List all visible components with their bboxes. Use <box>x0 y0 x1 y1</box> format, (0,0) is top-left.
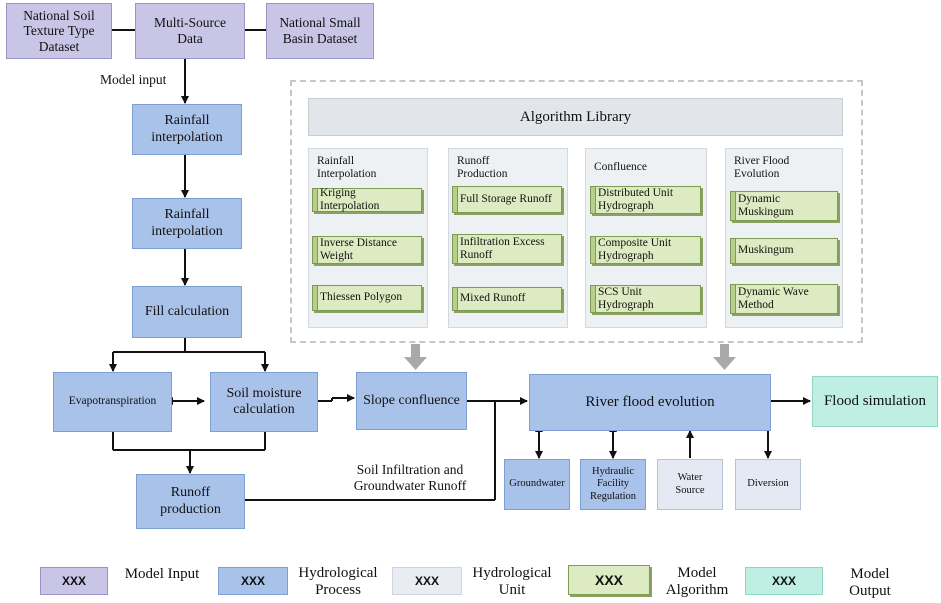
algo-kriging-label: Kriging Interpolation <box>320 186 380 212</box>
process-soil-moisture-label: Soil moisture calculation <box>226 385 302 417</box>
legend-swatch-algorithm: XXX <box>568 565 650 595</box>
infiltration-label: Soil Infiltration and Groundwater Runoff <box>353 462 467 494</box>
algo-dynamic-wave: Dynamic Wave Method <box>730 284 838 314</box>
input-multi-source: Multi-Source Data <box>135 3 245 59</box>
process-evapotranspiration-label: Evapotranspiration <box>68 395 157 408</box>
legend-swatch-input: XXX <box>40 567 108 595</box>
process-slope-confluence: Slope confluence <box>356 372 467 430</box>
legend-label-output: Model Output <box>849 566 891 599</box>
unit-groundwater: Groundwater <box>504 459 570 510</box>
library-arrow-right-shaft <box>720 344 729 358</box>
input-soil-dataset: National Soil Texture Type Dataset <box>6 3 112 59</box>
library-arrow-right-head <box>713 357 736 370</box>
output-flood-simulation-label: Flood simulation <box>823 392 927 409</box>
input-basin-dataset: National Small Basin Dataset <box>266 3 374 59</box>
process-soil-moisture: Soil moisture calculation <box>210 372 318 432</box>
algo-idw: Inverse Distance Weight <box>312 236 422 264</box>
legend-swatch-unit: XXX <box>392 567 462 595</box>
unit-hydraulic-facility-label: Hydraulic Facility Regulation <box>589 466 637 502</box>
process-rainfall-interpolation-2: Rainfall interpolation <box>132 198 242 249</box>
process-runoff-production-label: Runoff production <box>160 485 221 517</box>
process-rainfall-interpolation-2-label: Rainfall interpolation <box>151 207 223 239</box>
legend-label-process: Hydrological Process <box>298 565 378 598</box>
model-input-label: Model input <box>100 72 167 87</box>
algo-dynamic-muskingum: Dynamic Muskingum <box>730 191 838 221</box>
algo-distributed-uh: Distributed Unit Hydrograph <box>590 186 701 214</box>
algorithm-library-frame <box>290 80 863 343</box>
algo-group-river-title: River Flood Evolution <box>734 155 790 180</box>
algo-thiessen-label: Thiessen Polygon <box>320 291 403 304</box>
process-rainfall-interpolation-1-label: Rainfall interpolation <box>151 113 223 145</box>
algo-composite-uh-label: Composite Unit Hydrograph <box>598 236 672 262</box>
library-arrow-left-shaft <box>411 344 420 358</box>
unit-groundwater-label: Groundwater <box>509 478 565 490</box>
algo-group-runoff-title: Runoff Production <box>457 155 508 180</box>
algo-kriging: Kriging Interpolation <box>312 186 422 212</box>
library-arrow-left-head <box>404 357 427 370</box>
input-multi-source-label: Multi-Source Data <box>154 15 226 46</box>
algo-scs-uh: SCS Unit Hydrograph <box>590 285 701 313</box>
algo-group-confluence-title: Confluence <box>594 161 648 173</box>
unit-water-source: Water Source <box>657 459 723 510</box>
legend-swatch-output: XXX <box>745 567 823 595</box>
legend-label-unit: Hydrological Unit <box>472 565 552 598</box>
legend-label-input: Model Input <box>124 566 200 582</box>
unit-hydraulic-facility: Hydraulic Facility Regulation <box>580 459 646 510</box>
process-slope-confluence-label: Slope confluence <box>363 392 460 408</box>
algo-full-storage: Full Storage Runoff <box>452 186 562 213</box>
algo-dynamic-wave-label: Dynamic Wave Method <box>738 285 809 311</box>
output-flood-simulation: Flood simulation <box>812 376 938 427</box>
input-soil-dataset-label: National Soil Texture Type Dataset <box>23 7 95 54</box>
algo-distributed-uh-label: Distributed Unit Hydrograph <box>598 186 674 212</box>
process-evapotranspiration: Evapotranspiration <box>53 372 172 432</box>
unit-diversion: Diversion <box>735 459 801 510</box>
input-basin-dataset-label: National Small Basin Dataset <box>279 15 361 46</box>
process-river-flood-evolution-label: River flood evolution <box>585 393 715 410</box>
algo-group-rainfall-title: Rainfall Interpolation <box>317 155 377 180</box>
algo-dynamic-muskingum-label: Dynamic Muskingum <box>738 192 794 218</box>
algo-mixed-runoff-label: Mixed Runoff <box>460 292 526 305</box>
algo-idw-label: Inverse Distance Weight <box>320 236 397 262</box>
legend-label-algorithm: Model Algorithm <box>665 565 729 598</box>
process-runoff-production: Runoff production <box>136 474 245 529</box>
algo-infiltration-excess: Infiltration Excess Runoff <box>452 234 562 264</box>
process-river-flood-evolution: River flood evolution <box>529 374 771 431</box>
algo-infiltration-excess-label: Infiltration Excess Runoff <box>460 235 545 261</box>
algo-scs-uh-label: SCS Unit Hydrograph <box>598 285 654 311</box>
algo-full-storage-label: Full Storage Runoff <box>460 192 552 205</box>
algorithm-library-title: Algorithm Library <box>308 98 843 136</box>
algo-muskingum: Muskingum <box>730 238 838 264</box>
process-rainfall-interpolation-1: Rainfall interpolation <box>132 104 242 155</box>
algo-thiessen: Thiessen Polygon <box>312 285 422 311</box>
unit-water-source-label: Water Source <box>675 472 705 496</box>
algo-composite-uh: Composite Unit Hydrograph <box>590 236 701 264</box>
process-fill-calculation: Fill calculation <box>132 286 242 338</box>
unit-diversion-label: Diversion <box>747 478 789 490</box>
legend-swatch-process: XXX <box>218 567 288 595</box>
algo-mixed-runoff: Mixed Runoff <box>452 287 562 311</box>
algo-muskingum-label: Muskingum <box>738 244 794 257</box>
process-fill-calculation-label: Fill calculation <box>144 303 230 319</box>
